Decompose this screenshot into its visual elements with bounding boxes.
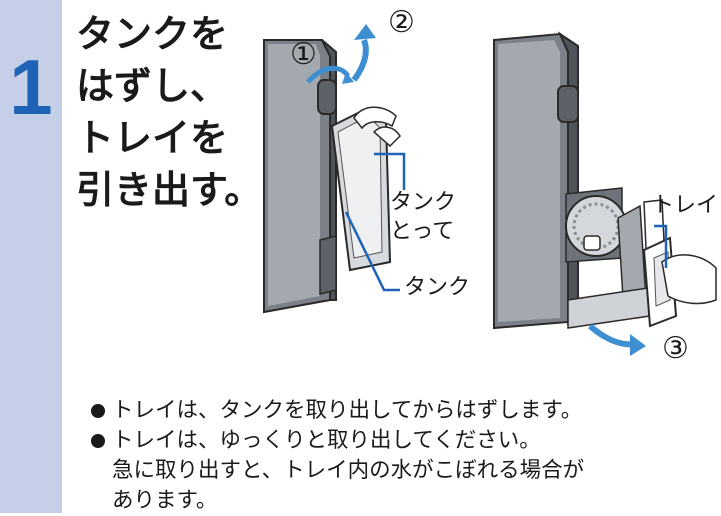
arrow-3 (588, 323, 637, 348)
step-title-line: トレイを (76, 116, 229, 160)
right-unit-illustration (493, 31, 717, 330)
marker-3: ③ (662, 331, 689, 366)
left-unit-illustration (263, 39, 401, 314)
arrow-3-head (630, 334, 646, 356)
step-number: 1 (9, 43, 53, 131)
arrow-2 (351, 38, 369, 82)
notes-list: トレイは、タンクを取り出してからはずします。 トレイは、ゆっくりと取り出してくだ… (90, 396, 710, 516)
step-title: タンクを はずし、 トレイを 引き出す。 (76, 8, 262, 216)
note-text: トレイは、タンクを取り出してからはずします。 (112, 398, 583, 423)
bullet-icon (91, 404, 105, 418)
note-text: トレイは、ゆっくりと取り出してください。 (112, 428, 541, 453)
label-tank-handle-line2: とって (390, 219, 455, 244)
note-text: 急に取り出すと、トレイ内の水がこぼれる場合が (112, 458, 585, 483)
label-tank-handle-line1: タンク (390, 190, 457, 215)
bullet-icon (91, 434, 105, 448)
step-sidebar: 1 (0, 0, 62, 513)
step-title-line: 引き出す。 (76, 168, 263, 212)
leader-tank (344, 211, 400, 292)
leader-tray (654, 224, 668, 268)
marker-2: ② (388, 5, 415, 40)
label-tank: タンク (404, 275, 471, 300)
marker-1: ① (290, 37, 317, 72)
note-item: トレイは、タンクを取り出してからはずします。 (90, 396, 710, 426)
dehumidifier-drawing (263, 24, 717, 356)
arrow-2-head (354, 24, 376, 40)
arrow-1-head (342, 72, 354, 84)
step-title-line: タンクを (76, 12, 229, 56)
instruction-illustration: ① ② ③ タンク とって タンク トレイ (250, 0, 721, 364)
label-tray: トレイ (652, 193, 719, 218)
note-text: あります。 (112, 488, 218, 513)
note-item: トレイは、ゆっくりと取り出してください。 急に取り出すと、トレイ内の水がこぼれる… (90, 426, 710, 516)
leader-tank-handle (374, 152, 406, 190)
step-title-line: はずし、 (76, 64, 229, 108)
